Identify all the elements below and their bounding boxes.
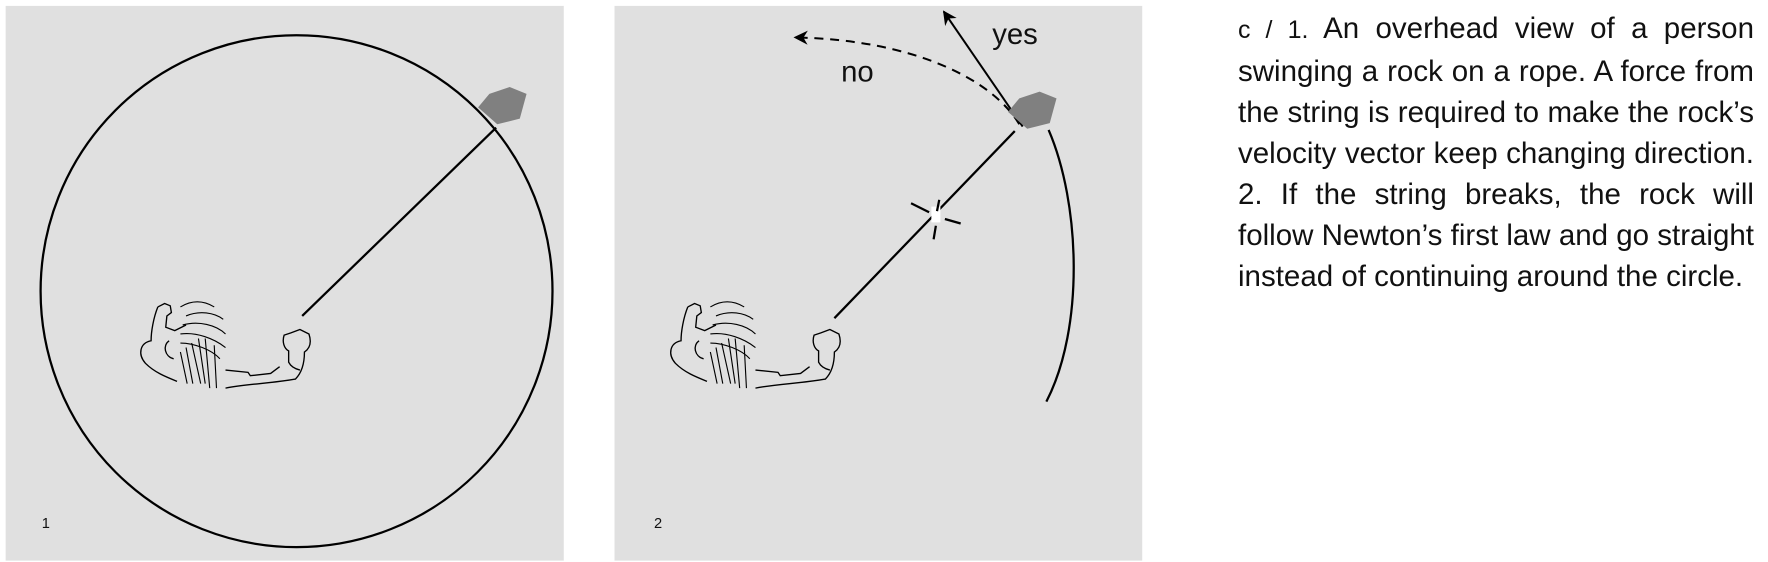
break-mark-icon xyxy=(910,199,961,240)
panel-label: 1 xyxy=(42,516,50,532)
label-no: no xyxy=(841,55,874,88)
label-yes: yes xyxy=(992,18,1038,51)
rope xyxy=(833,130,1016,319)
panel-label: 2 xyxy=(654,516,662,532)
panel-background xyxy=(5,5,564,561)
figure-caption: c / 1. An overhead view of a person swin… xyxy=(1238,8,1754,297)
panel-2: yes no 2 xyxy=(614,5,1143,561)
panel-1: 1 xyxy=(5,5,564,561)
rock xyxy=(1008,91,1057,129)
circular-path-arc xyxy=(1045,129,1075,403)
rope-break xyxy=(931,206,941,223)
rock xyxy=(478,87,527,125)
caption-text: An overhead view of a person swinging a … xyxy=(1238,12,1754,293)
figure-label: c / 1. xyxy=(1238,16,1309,44)
arrow-no xyxy=(793,30,1021,125)
circular-path xyxy=(39,34,554,549)
panel-background xyxy=(614,5,1143,561)
arrow-yes xyxy=(942,10,1024,128)
rope xyxy=(301,126,497,317)
